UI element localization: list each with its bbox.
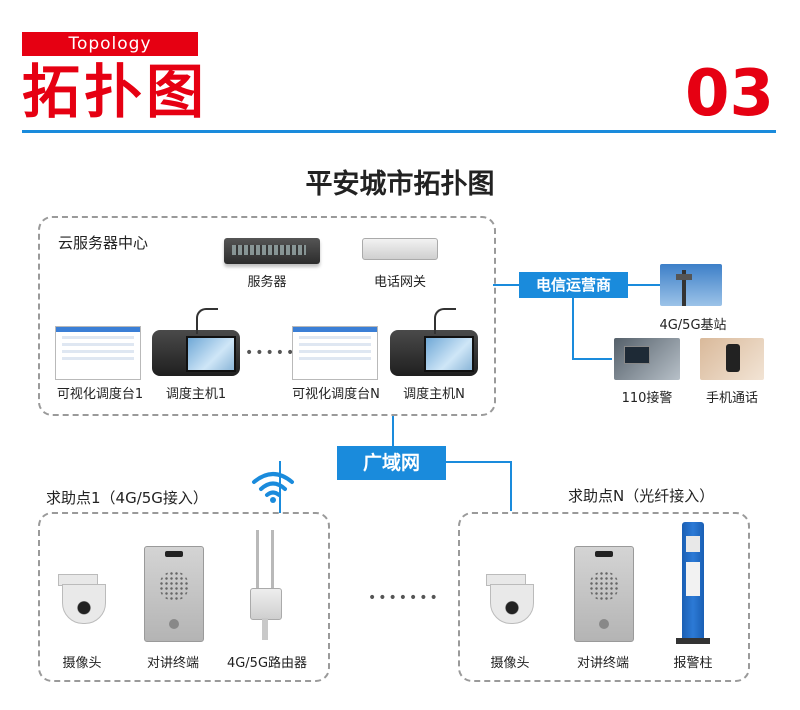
- help-point1-box: [38, 512, 330, 682]
- cloud-center-title: 云服务器中心: [58, 234, 149, 252]
- router-antenna-left: [256, 530, 259, 600]
- gooseneck-mic-icon: [434, 308, 456, 334]
- mobile-call-photo: [700, 338, 764, 380]
- dispatch-console-screen-icon: [55, 326, 141, 380]
- base-station-photo: [660, 264, 722, 306]
- console1-label: 可视化调度台1: [56, 387, 144, 402]
- ellipsis-dots: •••••••: [368, 590, 440, 606]
- camera-label: 摄像头: [62, 656, 102, 671]
- router-label: 4G/5G路由器: [226, 656, 308, 671]
- wan-label: 广域网: [337, 446, 446, 480]
- header-divider: [22, 130, 776, 133]
- help-pointN-title: 求助点N（光纤接入）: [568, 487, 715, 505]
- telecom-operator-label: 电信运营商: [519, 272, 628, 298]
- cloud-server-center: [38, 216, 496, 416]
- help-point1-title: 求助点1（4G/5G接入）: [46, 489, 208, 507]
- server-switch-icon: [224, 238, 320, 264]
- camera-dome: [62, 584, 106, 624]
- alarm-pillar-icon: [682, 522, 704, 640]
- mobile-label: 手机通话: [705, 391, 758, 406]
- camera-dome: [490, 584, 534, 624]
- connector-wan-right: [446, 461, 512, 463]
- intercom-label: 对讲终端: [576, 656, 629, 671]
- server-label: 服务器: [247, 275, 287, 290]
- diagram-title: 平安城市拓扑图: [305, 169, 495, 200]
- police-label: 110接警: [621, 391, 673, 406]
- dispatch-console-screen-icon: [292, 326, 378, 380]
- connector-wan-pointN: [510, 461, 512, 511]
- dispatch-host-phone-icon: [390, 330, 478, 376]
- topology-tag: Topology: [22, 32, 198, 56]
- router-icon: [250, 588, 282, 620]
- page-title: 拓扑图: [22, 58, 209, 126]
- intercom-icon: [144, 546, 204, 642]
- section-number: 03: [684, 57, 774, 131]
- connector-cloud-wan: [392, 414, 394, 446]
- host1-label: 调度主机1: [165, 387, 227, 402]
- connector-cloud-telecom: [493, 284, 519, 286]
- intercom-label: 对讲终端: [146, 656, 199, 671]
- dispatch-host-phone-icon: [152, 330, 240, 376]
- connector-telecom-down: [572, 296, 574, 360]
- police-110-photo: [614, 338, 680, 380]
- router-mount: [262, 618, 268, 640]
- intercom-icon: [574, 546, 634, 642]
- wifi-icon: [252, 472, 294, 503]
- consoleN-label: 可视化调度台N: [292, 387, 380, 402]
- connector-telecom-police: [572, 358, 612, 360]
- alarm-pillar-base: [676, 638, 710, 644]
- camera-label: 摄像头: [490, 656, 530, 671]
- phone-gateway-icon: [362, 238, 438, 260]
- gooseneck-mic-icon: [196, 308, 218, 334]
- base-station-label: 4G/5G基站: [659, 318, 727, 333]
- gateway-label: 电话网关: [373, 275, 426, 290]
- help-pointN-box: [458, 512, 750, 682]
- connector-telecom-base: [628, 284, 660, 286]
- pillar-label: 报警柱: [673, 656, 713, 671]
- router-antenna-right: [271, 530, 274, 600]
- ellipsis-dots: ••••••: [245, 345, 307, 361]
- hostN-label: 调度主机N: [403, 387, 465, 402]
